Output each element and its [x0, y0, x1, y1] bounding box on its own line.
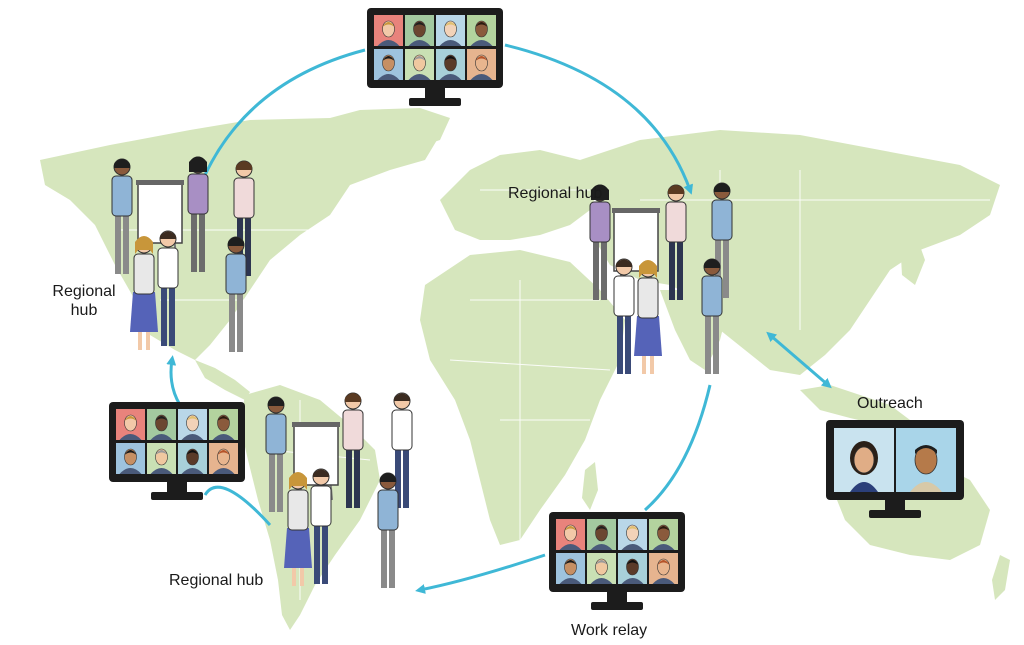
participant-body — [377, 40, 400, 46]
participant-body — [559, 544, 582, 550]
participant-hair — [413, 56, 426, 61]
participant-body — [621, 544, 644, 550]
monitor-left — [109, 402, 245, 500]
participant-body — [470, 40, 493, 46]
participant-hair — [595, 560, 608, 565]
participant-body — [559, 578, 582, 584]
participant-body — [119, 434, 142, 440]
monitor-outreach — [826, 420, 964, 518]
participant-hair — [217, 450, 230, 455]
continent-africa — [420, 250, 625, 545]
participant-body — [119, 468, 142, 474]
participant-hair — [382, 56, 395, 61]
arrow-top-left — [203, 48, 366, 176]
participant-body — [212, 468, 235, 474]
person — [225, 236, 247, 353]
arrow-outreach — [766, 331, 832, 389]
label-hub-north-america-line1: Regional — [52, 283, 116, 300]
continent-central-america — [195, 360, 250, 400]
label-hub-south-america: Regional hub — [169, 572, 264, 589]
participant-body — [408, 40, 431, 46]
island-madagascar — [582, 462, 598, 510]
participant-hair — [155, 416, 168, 421]
participant-body — [590, 544, 613, 550]
participant-hair — [382, 22, 395, 27]
outreach-person-woman — [850, 441, 878, 492]
participant-body — [212, 434, 235, 440]
participant-body — [621, 578, 644, 584]
participant-hair — [564, 560, 577, 565]
participant-body — [181, 434, 204, 440]
arrow-sa-up — [203, 485, 272, 527]
outreach-person-man — [910, 445, 942, 492]
participant-body — [181, 468, 204, 474]
participant-hair — [186, 416, 199, 421]
monitor-work-relay — [549, 512, 685, 610]
label-work-relay: Work relay — [571, 622, 648, 639]
label-hub-asia: Regional hub — [508, 185, 603, 202]
person — [377, 472, 399, 589]
participant-hair — [155, 450, 168, 455]
monitor-top — [367, 8, 503, 106]
islands-southeast-asia — [800, 385, 910, 425]
arrow-asia-down — [644, 384, 712, 512]
participant-hair — [186, 450, 199, 455]
participant-hair — [657, 560, 670, 565]
participant-hair — [124, 416, 137, 421]
participant-body — [439, 40, 462, 46]
arrow-left-up — [166, 355, 182, 406]
label-hub-north-america-line2: hub — [70, 302, 98, 319]
participant-body — [408, 74, 431, 80]
continent-europe — [440, 150, 600, 240]
label-outreach: Outreach — [857, 395, 923, 412]
participant-body — [439, 74, 462, 80]
participant-hair — [595, 526, 608, 531]
arrow-bottom-left — [415, 553, 546, 594]
person — [613, 258, 635, 375]
label-hub-north-america: Regional hub — [46, 282, 122, 320]
participant-hair — [657, 526, 670, 531]
person — [701, 258, 723, 375]
participant-body — [652, 578, 675, 584]
participant-hair — [626, 560, 639, 565]
participant-body — [652, 544, 675, 550]
participant-hair — [444, 22, 457, 27]
participant-hair — [413, 22, 426, 27]
island-japan — [900, 232, 925, 285]
continent-greenland — [330, 108, 450, 150]
participant-body — [150, 434, 173, 440]
island-new-zealand — [992, 555, 1010, 600]
participant-body — [590, 578, 613, 584]
participant-hair — [564, 526, 577, 531]
participant-hair — [444, 56, 457, 61]
arrow-top-right — [504, 43, 693, 195]
relay-arrows — [166, 43, 832, 594]
participant-body — [377, 74, 400, 80]
participant-hair — [475, 56, 488, 61]
participant-hair — [124, 450, 137, 455]
participant-hair — [217, 416, 230, 421]
participant-body — [150, 468, 173, 474]
participant-hair — [475, 22, 488, 27]
participant-hair — [626, 526, 639, 531]
participant-body — [470, 74, 493, 80]
